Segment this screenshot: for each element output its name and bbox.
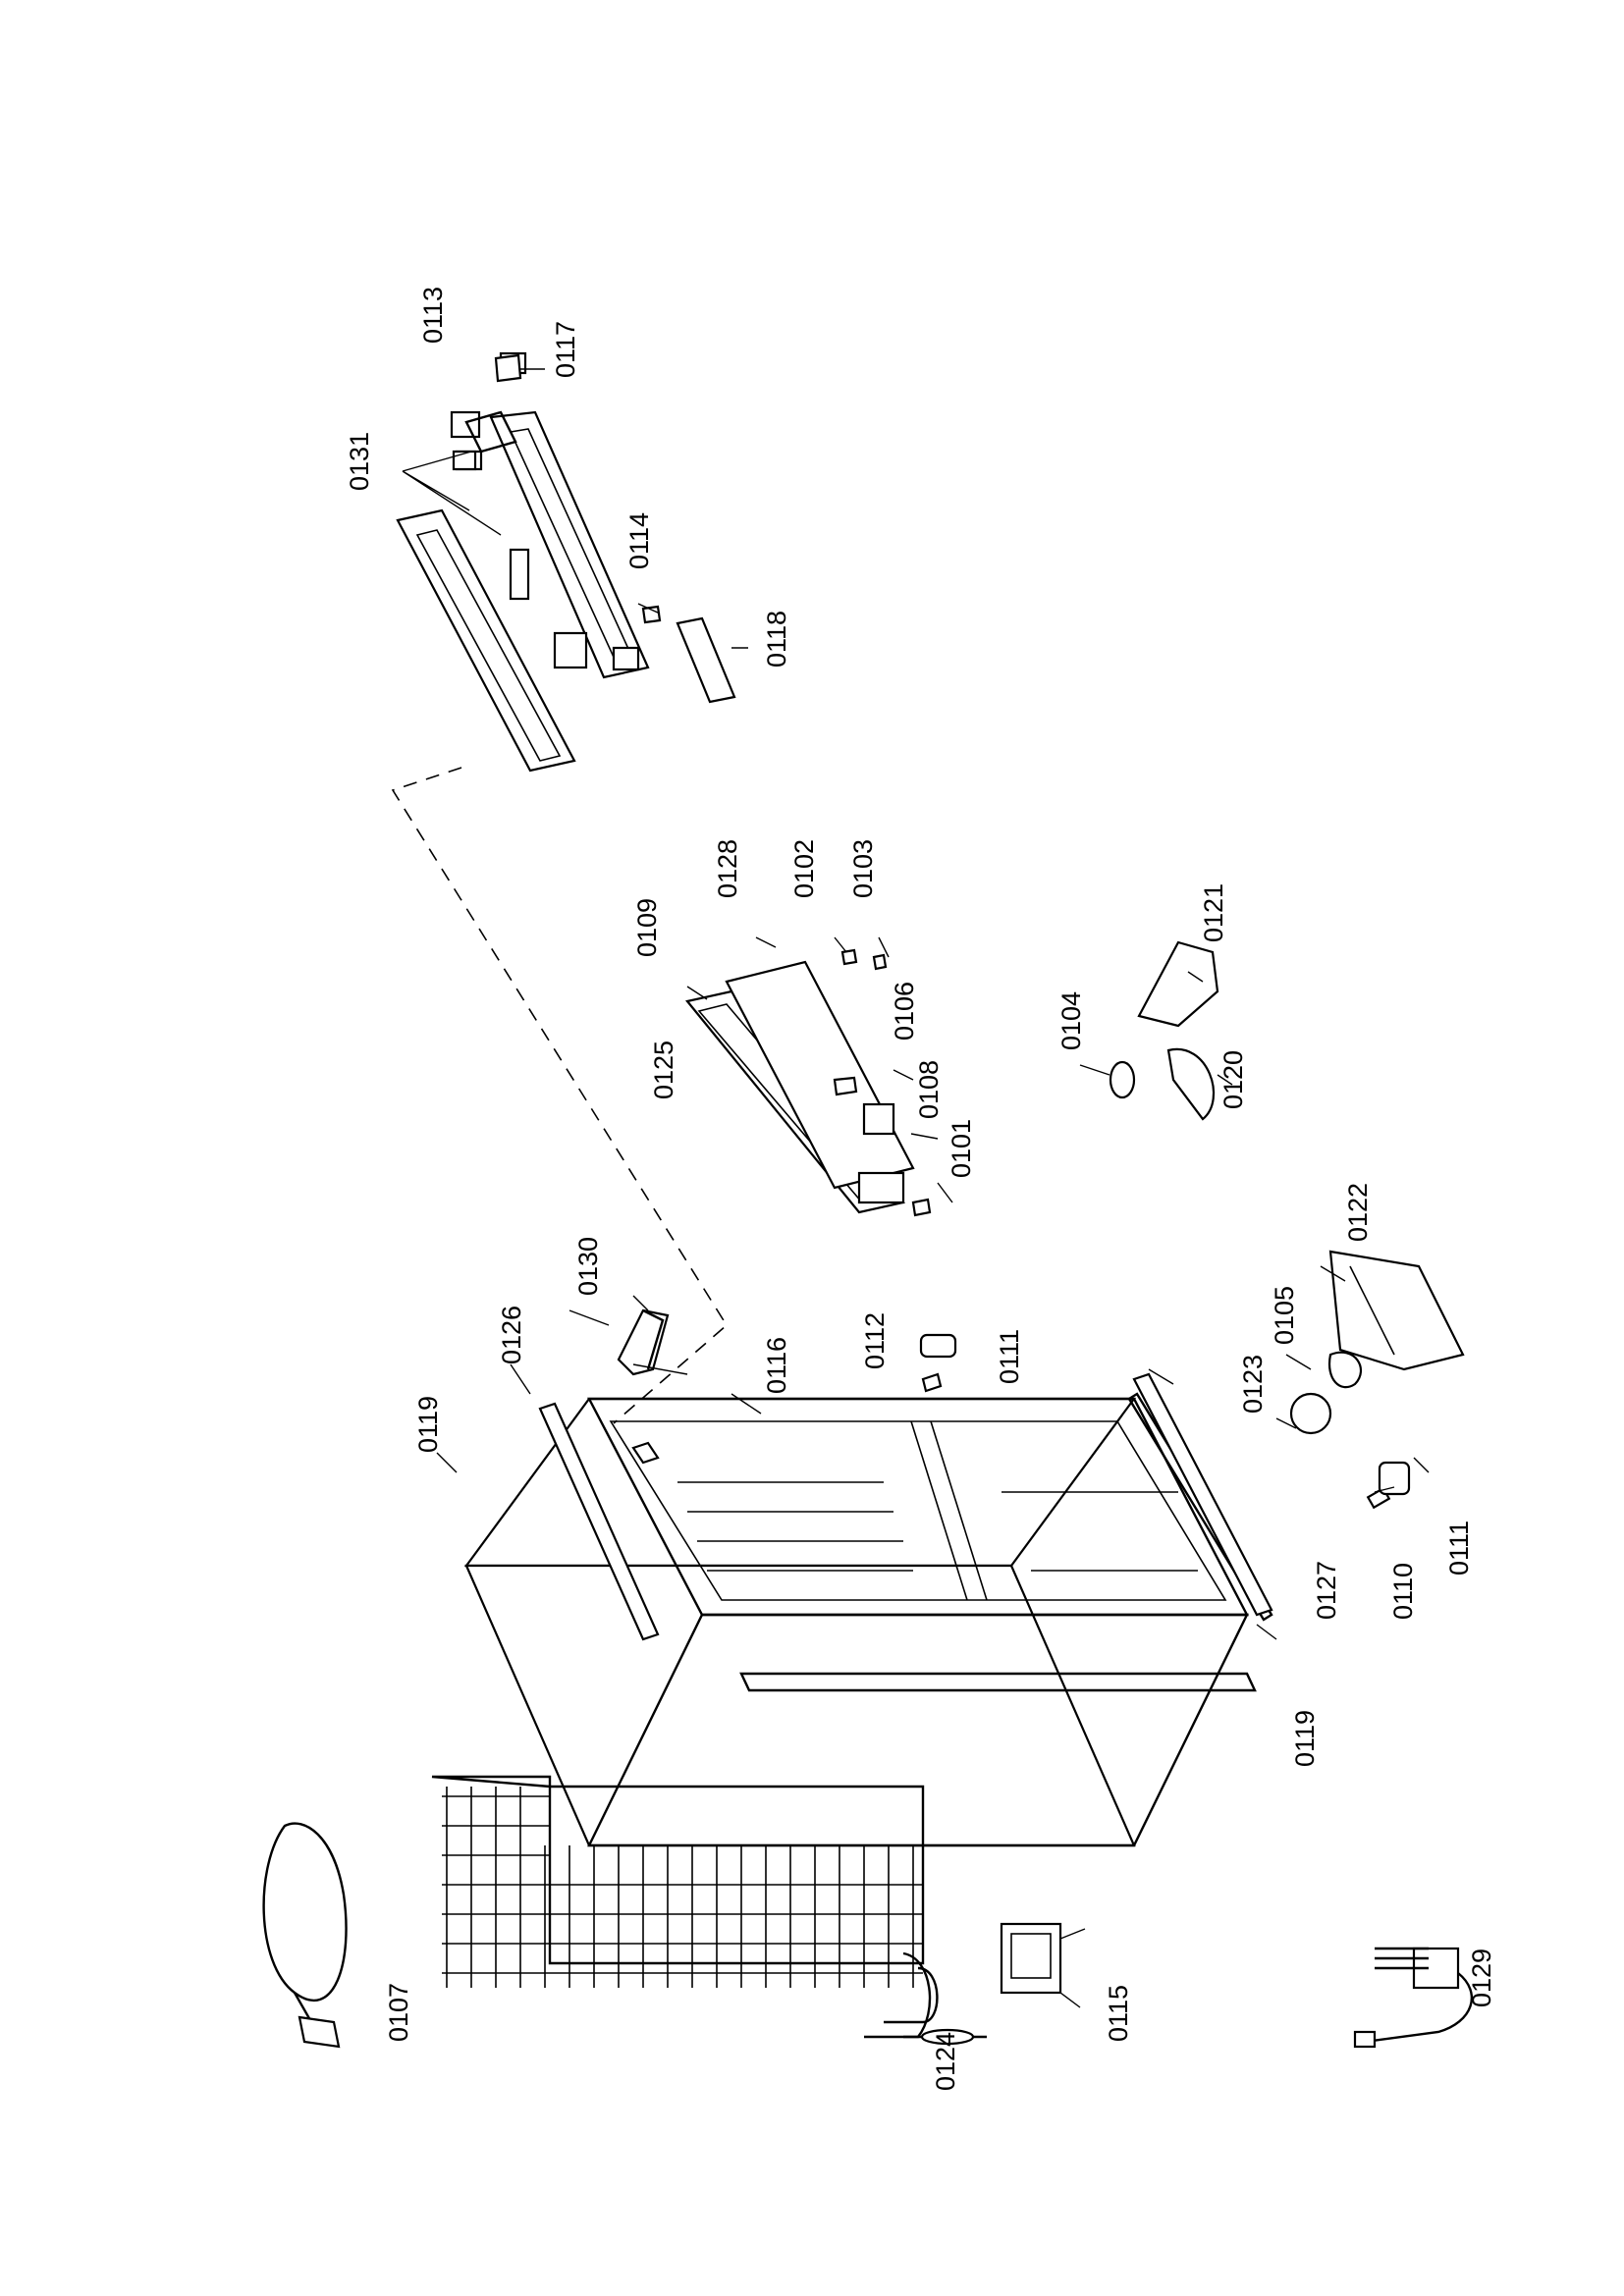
label-0127: 0127 (1312, 1561, 1341, 1620)
part-0127 (1132, 1372, 1273, 1617)
cabinet-body (463, 1392, 1273, 1847)
part-0107 (262, 1822, 348, 2049)
part-labels: 0131 0113 0117 0114 0118 0109 0128 0102 … (345, 287, 1496, 2091)
part-0104 (1109, 1060, 1136, 1099)
part-0116 (631, 1441, 660, 1465)
label-0125: 0125 (649, 1041, 678, 1099)
label-0101: 0101 (947, 1119, 976, 1178)
part-0113 (452, 450, 477, 471)
part-0122 (1328, 1250, 1465, 1371)
condenser-coil (431, 1775, 939, 2039)
label-0111-bottom: 0111 (1444, 1521, 1474, 1575)
part-0121 (1137, 940, 1219, 1028)
part-0130 (617, 1308, 670, 1376)
part-0120 (1166, 1047, 1216, 1121)
label-0117: 0117 (551, 321, 580, 378)
label-0121: 0121 (1199, 883, 1228, 942)
label-0119-top: 0119 (413, 1396, 443, 1453)
label-0102: 0102 (789, 839, 819, 898)
label-0110: 0110 (1388, 1563, 1418, 1620)
part-0123 (1289, 1392, 1332, 1435)
label-0113: 0113 (418, 287, 448, 344)
label-0104: 0104 (1056, 991, 1086, 1050)
label-0112: 0112 (860, 1312, 890, 1369)
assembly-dashed-line (391, 767, 729, 1424)
label-0122: 0122 (1343, 1183, 1373, 1242)
part-0129 (1353, 1947, 1474, 2049)
label-0115: 0115 (1104, 1985, 1133, 2042)
label-0118: 0118 (762, 611, 791, 667)
label-0128: 0128 (713, 839, 742, 898)
label-0124: 0124 (931, 2032, 960, 2091)
part-0114 (641, 605, 662, 624)
label-0119-bottom: 0119 (1290, 1710, 1320, 1767)
label-0105: 0105 (1270, 1286, 1299, 1345)
label-0106: 0106 (890, 982, 919, 1041)
label-0130: 0130 (573, 1237, 603, 1296)
door-assembly (685, 948, 932, 1217)
label-0111-top: 0111 (995, 1329, 1024, 1384)
label-0103: 0103 (848, 839, 878, 898)
label-0129: 0129 (1467, 1949, 1496, 2007)
label-0108: 0108 (914, 1060, 944, 1119)
label-0126: 0126 (497, 1306, 526, 1364)
part-0115 (1000, 1922, 1062, 1995)
label-0114: 0114 (624, 512, 654, 569)
top-control-panel-assembly (396, 351, 650, 773)
part-0117 (494, 353, 522, 383)
label-0123: 0123 (1238, 1355, 1268, 1414)
label-0131: 0131 (345, 432, 374, 491)
part-0105 (1327, 1351, 1362, 1389)
part-0112 (921, 1372, 943, 1393)
part-0124 (903, 2028, 987, 2046)
label-0116: 0116 (762, 1337, 791, 1394)
leader-lines (402, 368, 1430, 2008)
label-0107: 0107 (384, 1983, 413, 2042)
label-0109: 0109 (632, 898, 662, 957)
part-0111-top (919, 1333, 957, 1359)
label-0120: 0120 (1218, 1050, 1248, 1109)
part-0118 (676, 616, 736, 704)
part-0126 (538, 1402, 660, 1641)
part-0111-bottom (1378, 1461, 1411, 1496)
